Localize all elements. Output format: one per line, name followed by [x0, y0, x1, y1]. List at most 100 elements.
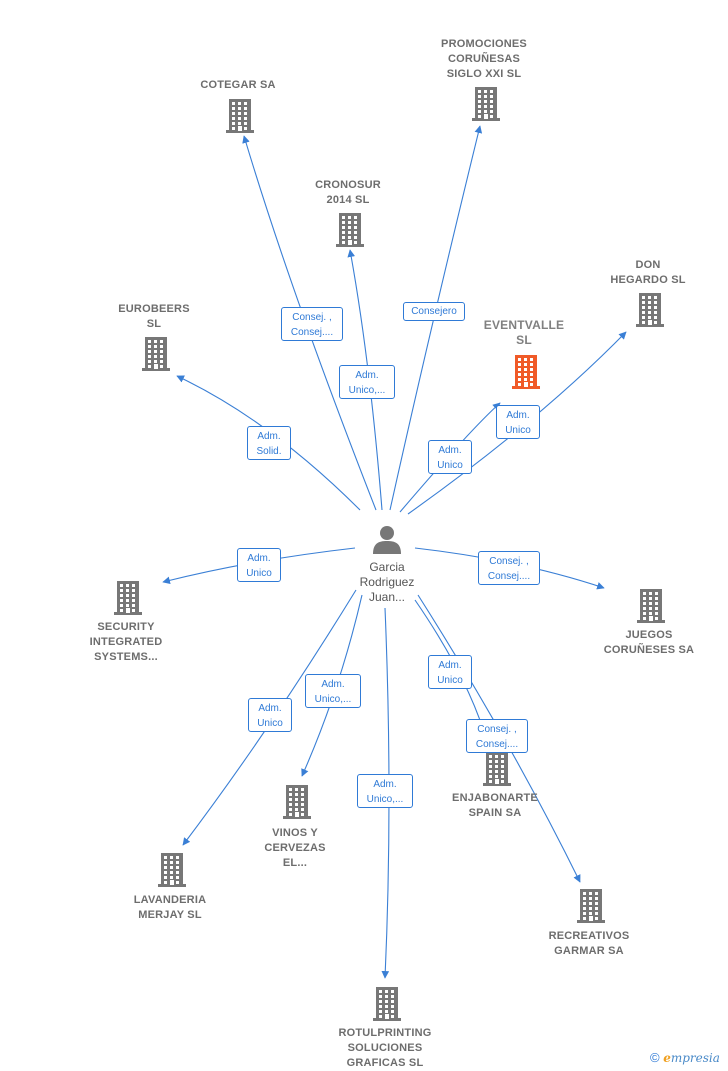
relation-label-recreativos[interactable]: Consej. ,Consej....	[466, 719, 528, 753]
company-name-line: CORUÑESES SA	[603, 644, 695, 656]
company-name-line: SOLUCIONES	[347, 1042, 423, 1054]
building-icon	[226, 99, 254, 133]
relation-label-line: Unico	[246, 568, 272, 579]
company-icon-lavanderia[interactable]	[156, 853, 188, 892]
brand-name: empresia	[663, 1051, 720, 1065]
company-icon-eventvalle[interactable]	[510, 355, 542, 394]
building-icon	[472, 87, 500, 121]
company-name-line: CORUÑESAS	[447, 53, 521, 65]
brand-initial: e	[663, 1051, 671, 1065]
company-node-cronosur[interactable]: CRONOSUR 2014 SL	[288, 178, 408, 208]
person-name-line: Juan...	[368, 590, 406, 604]
company-icon-cronosur[interactable]	[334, 213, 366, 252]
company-icon-security[interactable]	[112, 581, 144, 620]
company-name-line: EUROBEERS	[118, 303, 190, 315]
company-name-line: SL	[516, 333, 532, 347]
company-node-cotegar[interactable]: COTEGAR SA	[178, 78, 298, 93]
building-icon	[114, 581, 142, 615]
company-name-line: MERJAY SL	[138, 909, 202, 921]
company-node-lavanderia[interactable]: LAVANDERIA MERJAY SL	[110, 893, 230, 923]
copyright-icon: ©	[650, 1050, 660, 1065]
footer-brand: © empresia	[650, 1050, 720, 1065]
company-name-line: SYSTEMS...	[94, 651, 158, 663]
company-name-line: EVENTVALLE	[483, 318, 565, 332]
company-name-line: SPAIN SA	[468, 807, 522, 819]
relation-label-line: Consej. ,	[489, 556, 529, 567]
company-name-line: INTEGRATED	[89, 636, 163, 648]
company-node-juegos[interactable]: JUEGOS CORUÑESES SA	[589, 628, 709, 658]
relation-label-line: Unico,...	[314, 694, 352, 705]
person-name-line: Garcia	[369, 560, 405, 574]
relation-label-vinos[interactable]: Adm. Unico,...	[305, 674, 361, 708]
relation-label-line: Adm.	[438, 445, 462, 456]
relation-label-line: Adm.	[373, 779, 397, 790]
relation-label-promociones[interactable]: Consejero	[403, 302, 465, 321]
relation-label-line: Unico	[437, 675, 463, 686]
company-name-line: ENJABONARTE	[452, 792, 538, 804]
relation-label-lavanderia[interactable]: Adm. Unico	[248, 698, 292, 732]
company-name-line: EL...	[282, 857, 308, 869]
building-icon	[142, 337, 170, 371]
relation-label-line: Adm.	[247, 553, 271, 564]
company-node-enjabonarte[interactable]: ENJABONARTE SPAIN SA	[435, 791, 555, 821]
company-node-recreativos[interactable]: RECREATIVOS GARMAR SA	[529, 929, 649, 959]
relation-label-eurobeers[interactable]: Adm.Solid.	[247, 426, 291, 460]
company-node-security[interactable]: SECURITY INTEGRATED SYSTEMS...	[66, 620, 186, 665]
relation-label-juegos[interactable]: Consej. ,Consej....	[478, 551, 540, 585]
person-node[interactable]: Garcia Rodriguez Juan...	[342, 522, 432, 612]
relation-label-line: Adm.	[438, 660, 462, 671]
building-icon	[512, 355, 540, 389]
building-icon	[283, 785, 311, 819]
company-icon-rotulprinting[interactable]	[371, 987, 403, 1026]
company-icon-juegos[interactable]	[635, 589, 667, 628]
company-name-line: GARMAR SA	[554, 945, 624, 957]
relation-label-cronosur[interactable]: Adm. Unico,...	[339, 365, 395, 399]
company-name-line: CRONOSUR	[315, 179, 381, 191]
relation-label-don-hegardo[interactable]: Adm.Unico	[496, 405, 540, 439]
relation-label-line: Consej....	[290, 327, 334, 338]
relation-label-line: Consejero	[411, 306, 457, 317]
person-name: Garcia Rodriguez Juan...	[342, 560, 432, 605]
company-icon-eurobeers[interactable]	[140, 337, 172, 376]
relation-label-enjabonarte[interactable]: Adm. Unico	[428, 655, 472, 689]
company-icon-promociones[interactable]	[470, 87, 502, 126]
company-name-line: PROMOCIONES	[441, 38, 527, 50]
building-icon	[158, 853, 186, 887]
relation-label-line: Adm.	[355, 370, 379, 381]
company-name-line: 2014 SL	[326, 194, 370, 206]
company-icon-don-hegardo[interactable]	[634, 293, 666, 332]
building-icon	[483, 752, 511, 786]
company-name-line: CERVEZAS	[264, 842, 326, 854]
company-icon-cotegar[interactable]	[224, 99, 256, 138]
company-name-line: JUEGOS	[625, 629, 673, 641]
relation-label-line: Unico	[505, 425, 531, 436]
building-icon	[373, 987, 401, 1021]
relation-label-rotulprinting[interactable]: Adm. Unico,...	[357, 774, 413, 808]
relation-label-eventvalle[interactable]: Adm.Unico	[428, 440, 472, 474]
relation-label-line: Adm.	[321, 679, 345, 690]
building-icon	[637, 589, 665, 623]
relation-label-line: Unico,...	[348, 385, 386, 396]
person-icon	[373, 526, 401, 554]
relation-label-line: Unico,...	[366, 794, 404, 805]
building-icon	[336, 213, 364, 247]
edge-promociones	[389, 125, 483, 511]
relation-label-security[interactable]: Adm. Unico	[237, 548, 281, 582]
company-icon-enjabonarte[interactable]	[481, 752, 513, 791]
company-icon-vinos[interactable]	[281, 785, 313, 824]
relation-label-line: Solid.	[256, 446, 282, 457]
company-name-line: SECURITY	[97, 621, 155, 633]
relation-label-line: Unico	[257, 718, 283, 729]
company-icon-recreativos[interactable]	[575, 889, 607, 928]
relation-label-line: Consej. ,	[477, 724, 517, 735]
relation-label-cotegar[interactable]: Consej. ,Consej....	[281, 307, 343, 341]
relation-label-line: Adm.	[258, 703, 282, 714]
company-name-line: LAVANDERIA	[133, 894, 207, 906]
company-name-line: RECREATIVOS	[548, 930, 630, 942]
